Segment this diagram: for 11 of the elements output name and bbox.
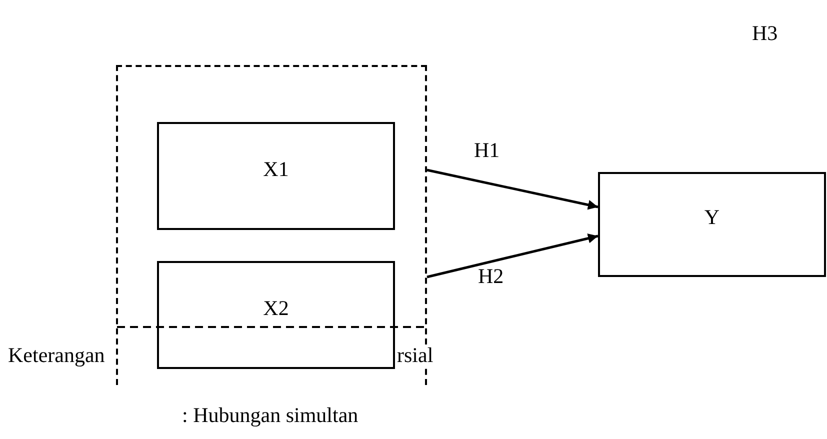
variable-box [598,172,826,277]
arrow [426,233,598,278]
note-text: rsial [397,345,434,366]
note-text: : Hubungan simultan [182,405,358,426]
variable-box [157,261,395,369]
variable-label: X2 [263,296,289,320]
variable-label: X1 [263,156,289,182]
arrow [426,168,598,210]
variable-label: Y [704,205,720,230]
variable-box [157,122,395,230]
note-text: Keterangan [8,345,105,366]
